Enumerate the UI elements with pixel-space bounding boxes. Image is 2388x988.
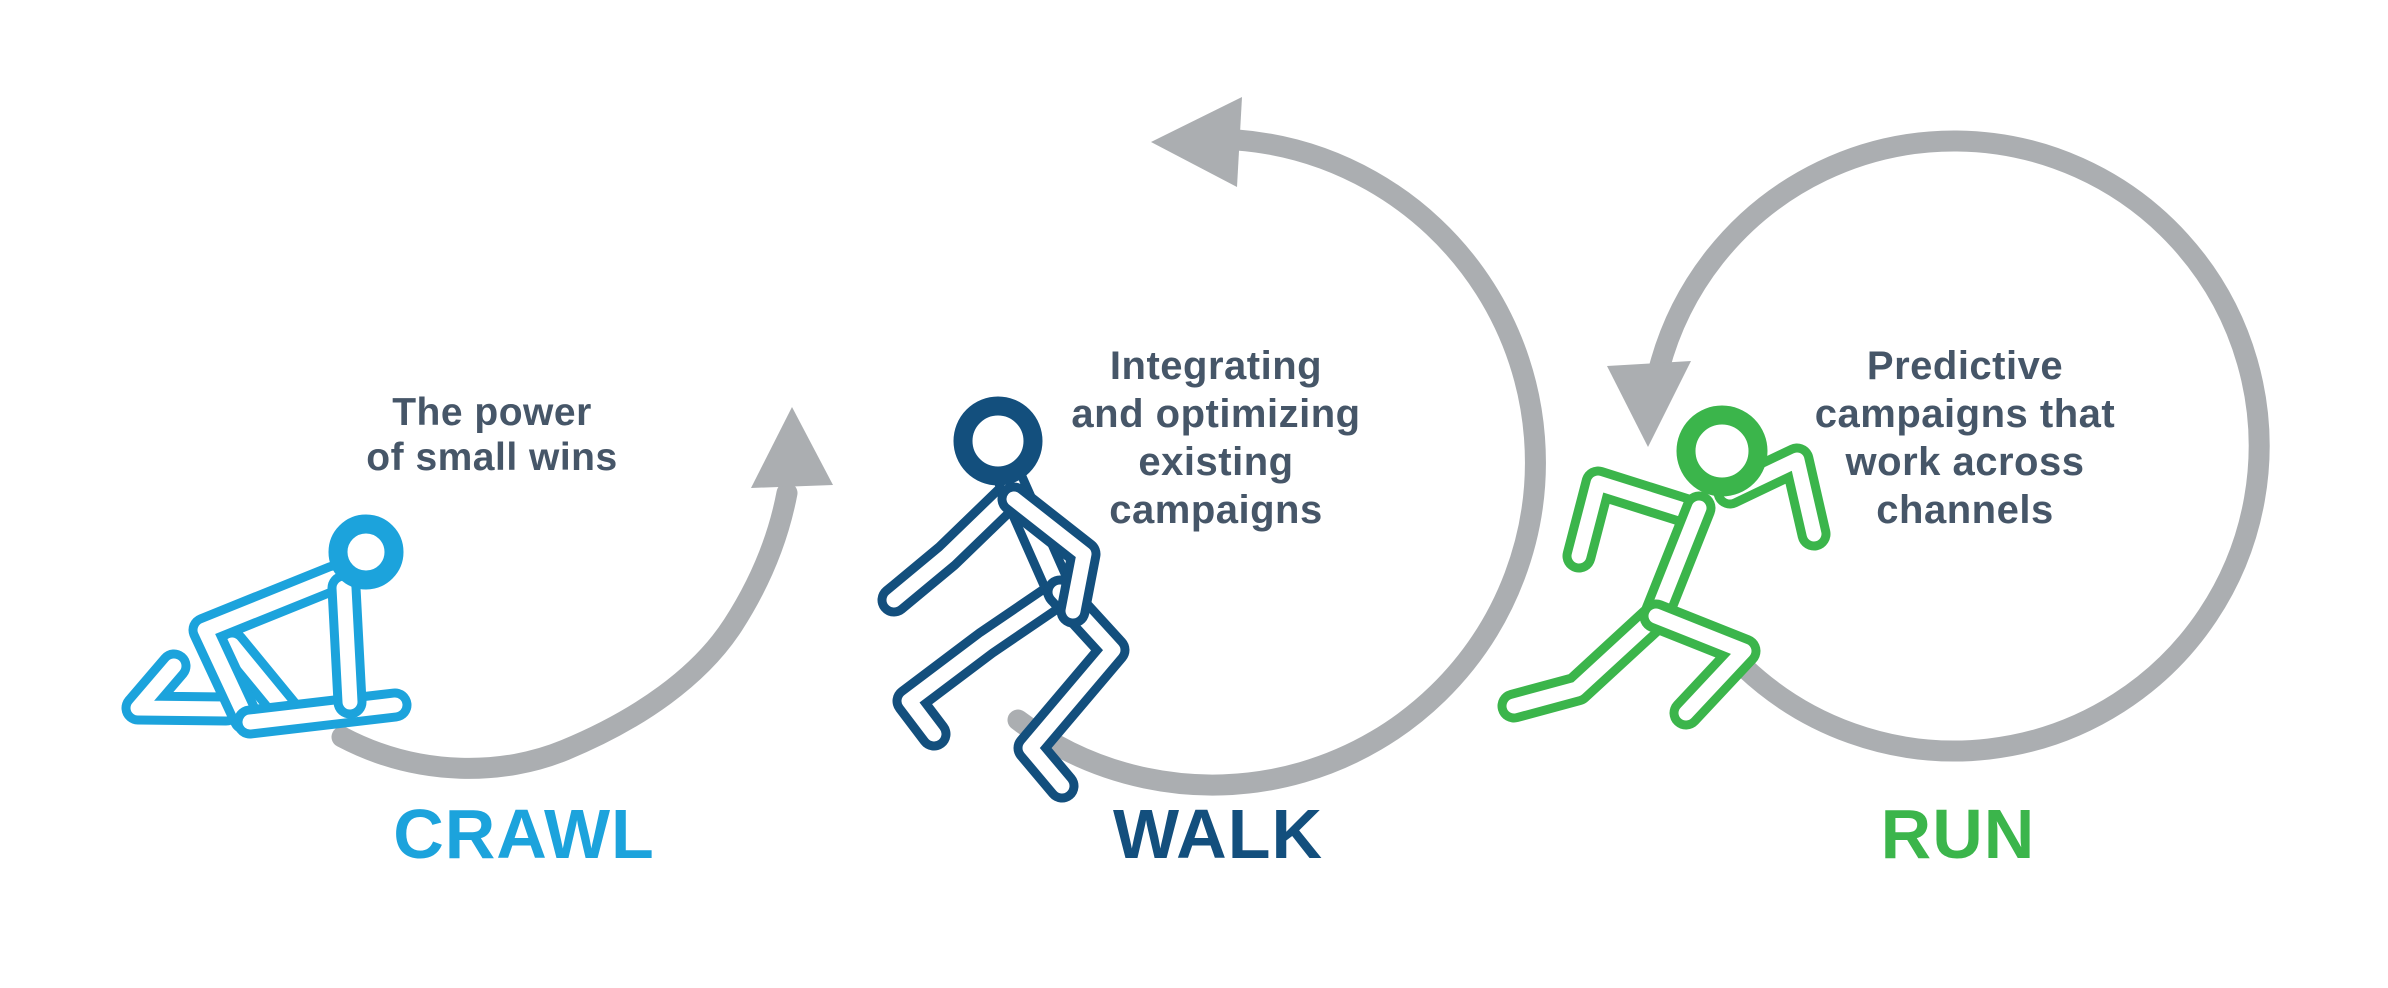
run-description: Predictive campaigns that work across ch…	[1814, 344, 2116, 532]
crawl-to-walk-arrow	[331, 407, 833, 779]
walking-person-icon	[877, 396, 1130, 803]
stage-label-walk: WALK	[1112, 795, 1324, 873]
up-arrowhead-icon	[751, 407, 833, 488]
crawl-description: The power of small wins	[366, 391, 618, 479]
crawling-person-icon	[121, 514, 412, 739]
walk-description: Integrating and optimizing existing camp…	[1071, 344, 1361, 532]
walk-circle-arc	[1007, 129, 1546, 796]
stage-label-crawl: CRAWL	[393, 795, 655, 873]
walk-cycle-arrow	[1007, 97, 1546, 796]
run-circle-arc	[1648, 130, 2270, 762]
running-person-icon	[1497, 405, 1831, 730]
left-arrowhead-icon	[1151, 97, 1242, 187]
crawl-arc	[331, 482, 798, 779]
stage-label-run: RUN	[1880, 795, 2036, 873]
down-arrowhead-icon	[1607, 361, 1691, 447]
run-cycle-arrow	[1607, 130, 2270, 762]
